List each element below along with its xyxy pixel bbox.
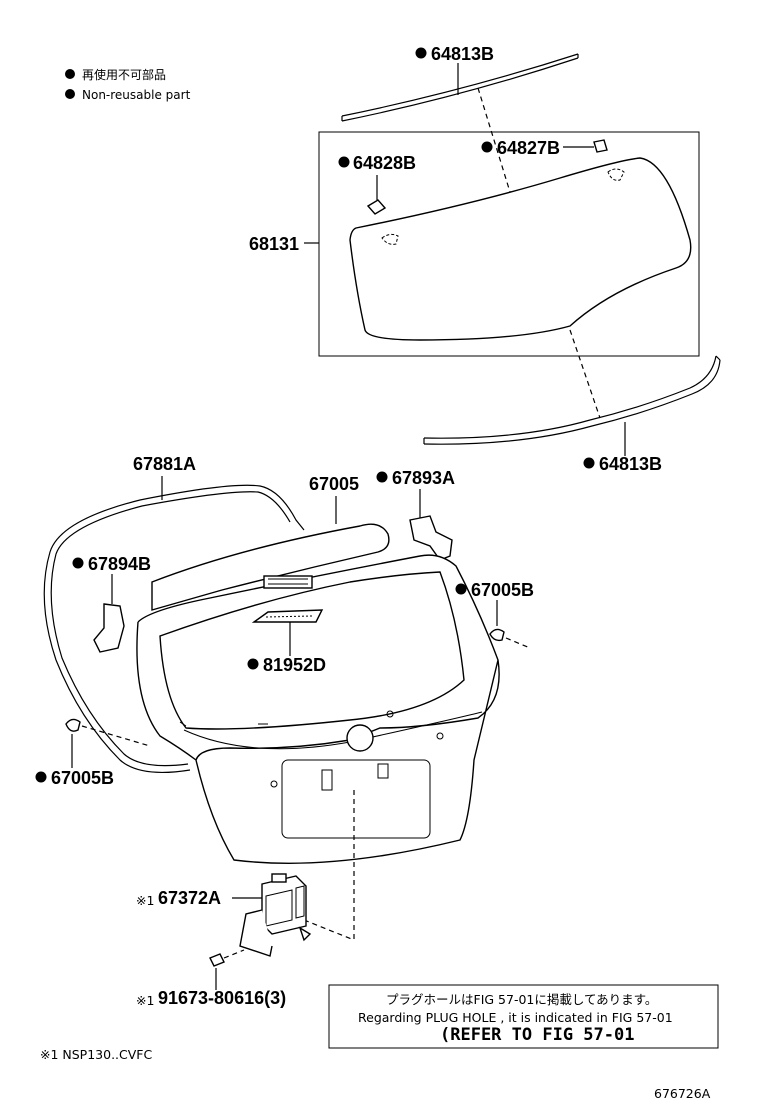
non-reusable-dot-icon [65,89,75,99]
label-weatherstrip[interactable]: 67881A [133,454,196,474]
non-reusable-dot-icon [415,47,427,59]
back-door-lock [239,873,312,957]
bolt [209,953,225,967]
label-moulding-bottom[interactable]: 64813B [599,454,662,474]
label-moulding-top[interactable]: 64813B [431,44,494,64]
non-reusable-dot-icon [455,583,467,595]
label-back-glass[interactable]: 68131 [249,234,299,254]
glass-clip-mark [607,168,625,181]
note-box [328,984,719,1049]
note-refer-link[interactable]: (REFER TO FIG 57-01 [440,1025,634,1045]
legend-label-en: Non-reusable part [82,88,191,102]
glass-group-frame [318,131,700,357]
non-reusable-dot-icon [72,557,84,569]
back-glass [349,157,692,341]
footnote: ※1 NSP130..CVFC [40,1047,152,1062]
label-lock[interactable]: 67372A [158,888,221,908]
label-bolt[interactable]: 91673-80616(3) [158,988,286,1008]
weatherstrip [43,484,305,774]
back-door-panel [136,523,500,864]
label-back-door[interactable]: 67005 [309,474,359,494]
note-line-jp: プラグホールはFIG 57-01に掲載してあります。 [386,992,657,1007]
clip-left [366,199,387,215]
lower-moulding [423,355,721,445]
label-cushion-right[interactable]: 67005B [471,580,534,600]
non-reusable-dot-icon [583,457,595,469]
cushion-left [65,718,81,732]
note-line-en: Regarding PLUG HOLE , it is indicated in… [358,1010,673,1025]
non-reusable-dot-icon [35,771,47,783]
label-stop-lamp[interactable]: 81952D [263,655,326,675]
clip-right [593,139,608,153]
non-reusable-dot-icon [481,141,493,153]
non-reusable-dot-icon [65,69,75,79]
hinge-right [409,515,453,561]
non-reusable-dot-icon [376,471,388,483]
bolt-prefix: ※1 [136,993,154,1008]
label-clip-right[interactable]: 64827B [497,138,560,158]
lock-prefix: ※1 [136,893,154,908]
high-mount-stop-lamp [251,609,324,623]
cushion-right [489,628,505,642]
label-hinge-left[interactable]: 67894B [88,554,151,574]
glass-clip-mark [381,233,399,245]
label-hinge-right[interactable]: 67893A [392,468,455,488]
label-clip-left[interactable]: 64828B [353,153,416,173]
upper-moulding [341,53,579,122]
non-reusable-dot-icon [338,156,350,168]
hinge-left [93,603,125,653]
figure-id: 676726A [654,1086,711,1101]
label-cushion-left[interactable]: 67005B [51,768,114,788]
legend-label-jp: 再使用不可部品 [82,67,166,82]
non-reusable-dot-icon [247,658,259,670]
